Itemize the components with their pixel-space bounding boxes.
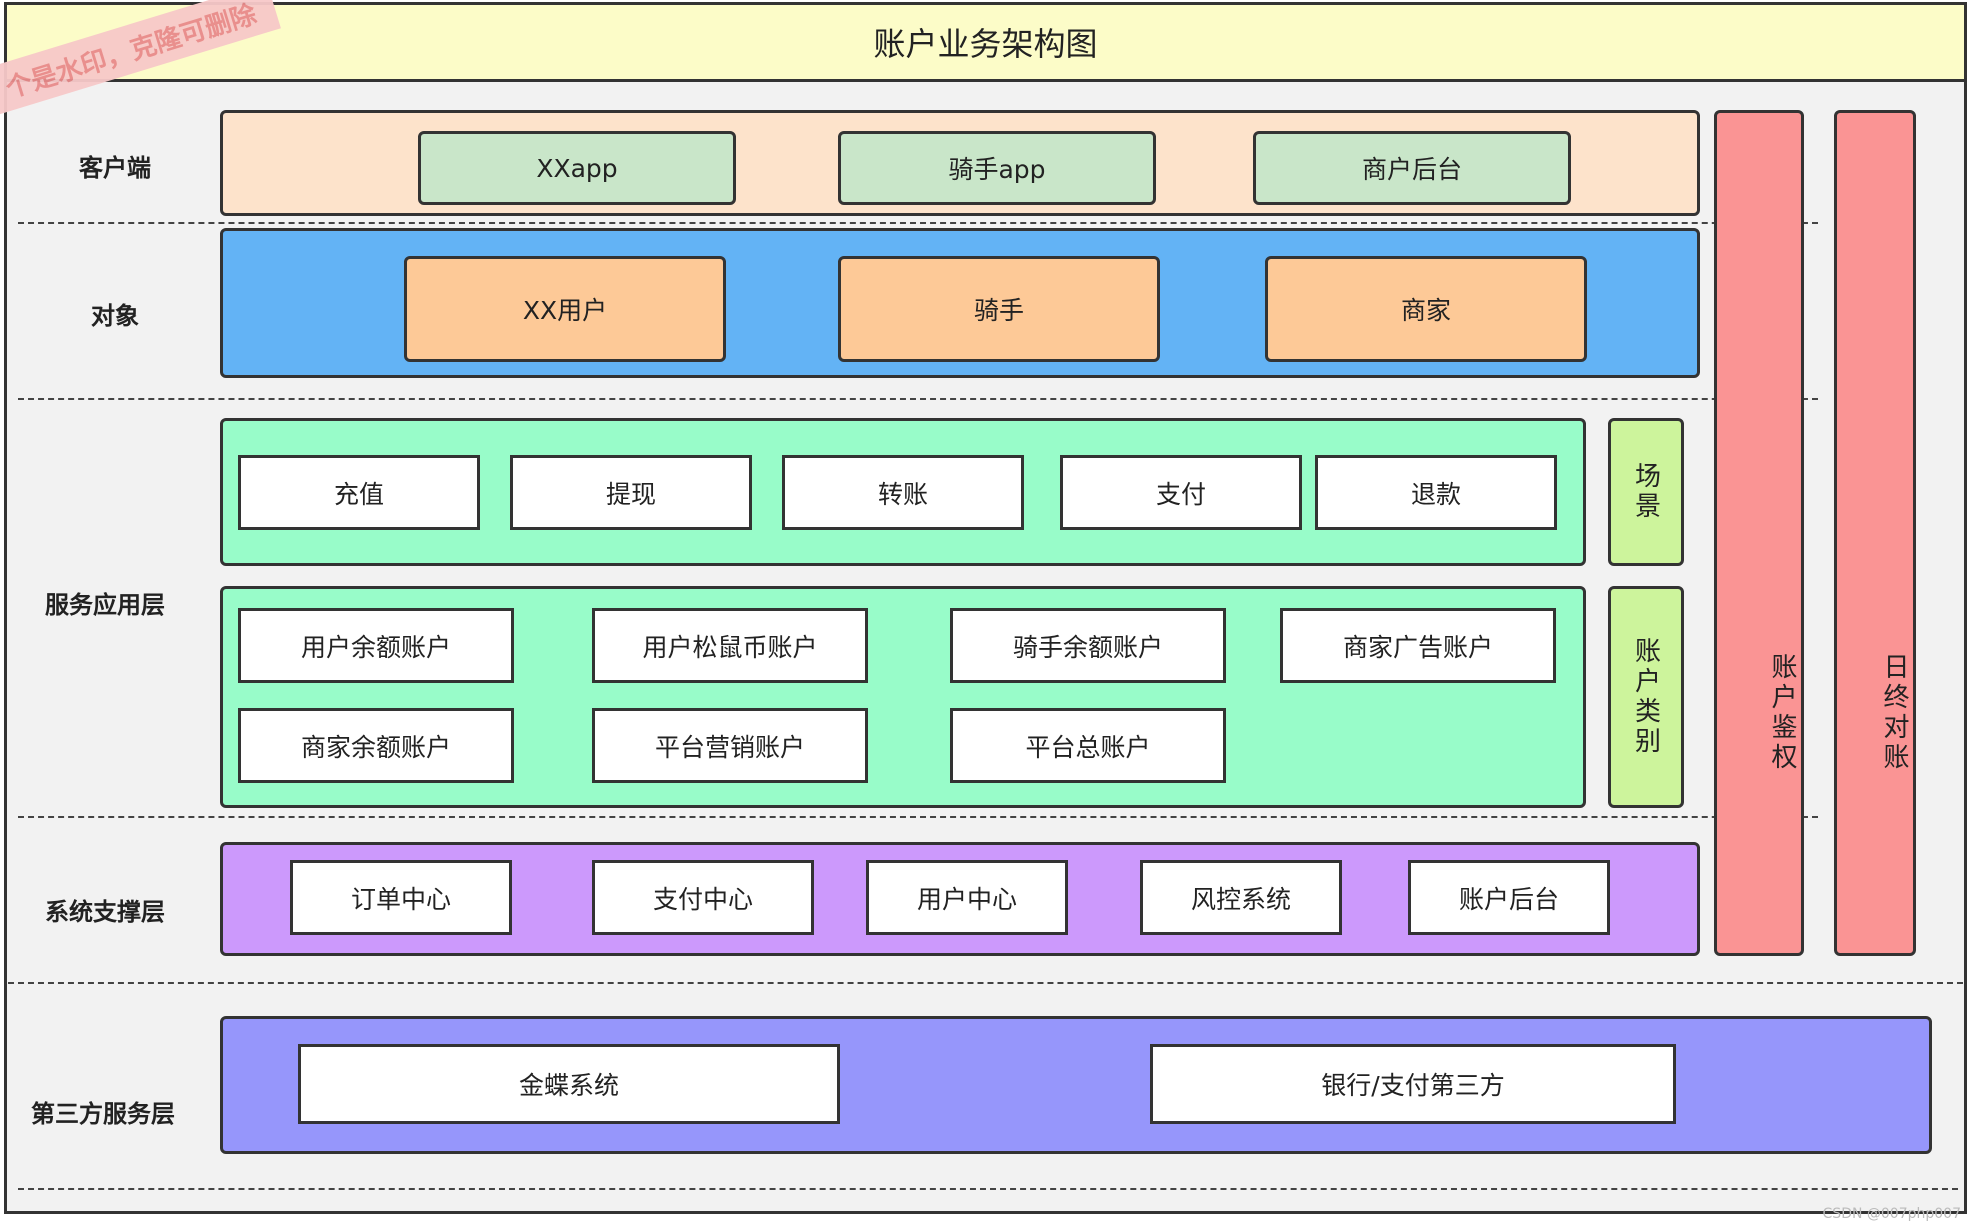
side-column-daily-reconciliation: 日终对账 [1834, 110, 1916, 956]
support-box-user-center: 用户中心 [866, 860, 1068, 935]
row-label-support: 系统支撑层 [45, 898, 165, 926]
account-side-label: 账户类别 [1608, 586, 1684, 808]
client-box-xxapp: XXapp [418, 131, 736, 205]
object-box-user: XX用户 [404, 256, 726, 362]
diagram-title: 账户业务架构图 [4, 2, 1967, 82]
object-box-merchant: 商家 [1265, 256, 1587, 362]
scene-box-refund: 退款 [1315, 455, 1557, 530]
client-box-rider-app: 骑手app [838, 131, 1156, 205]
separator-1 [18, 222, 1818, 224]
separator-4 [8, 982, 1963, 984]
account-box-merchant-ad: 商家广告账户 [1280, 608, 1556, 683]
source-credit: CSDN @007php007 [1822, 1206, 1961, 1222]
separator-3 [18, 816, 1818, 818]
side-column-account-auth: 账户鉴权 [1714, 110, 1804, 956]
scene-box-withdraw: 提现 [510, 455, 752, 530]
client-box-merchant-backend: 商户后台 [1253, 131, 1571, 205]
object-box-rider: 骑手 [838, 256, 1160, 362]
scene-box-transfer: 转账 [782, 455, 1024, 530]
row-label-third: 第三方服务层 [31, 1100, 175, 1128]
separator-5 [18, 1188, 1958, 1190]
scene-side-label: 场景 [1608, 418, 1684, 566]
third-box-bank-payment: 银行/支付第三方 [1150, 1044, 1676, 1124]
account-box-platform-marketing: 平台营销账户 [592, 708, 868, 783]
account-box-platform-total: 平台总账户 [950, 708, 1226, 783]
account-box-user-balance: 用户余额账户 [238, 608, 514, 683]
support-box-order-center: 订单中心 [290, 860, 512, 935]
support-box-account-backend: 账户后台 [1408, 860, 1610, 935]
scene-box-pay: 支付 [1060, 455, 1302, 530]
third-box-kingdee: 金蝶系统 [298, 1044, 840, 1124]
separator-2 [18, 398, 1818, 400]
account-box-rider-balance: 骑手余额账户 [950, 608, 1226, 683]
account-box-user-squirrel-coin: 用户松鼠币账户 [592, 608, 868, 683]
account-box-merchant-balance: 商家余额账户 [238, 708, 514, 783]
support-box-risk-control: 风控系统 [1140, 860, 1342, 935]
scene-box-recharge: 充值 [238, 455, 480, 530]
diagram-title-text: 账户业务架构图 [873, 25, 1098, 63]
row-label-object: 对象 [91, 302, 139, 330]
support-box-payment-center: 支付中心 [592, 860, 814, 935]
row-label-client: 客户端 [79, 154, 151, 182]
row-label-service: 服务应用层 [45, 591, 165, 619]
